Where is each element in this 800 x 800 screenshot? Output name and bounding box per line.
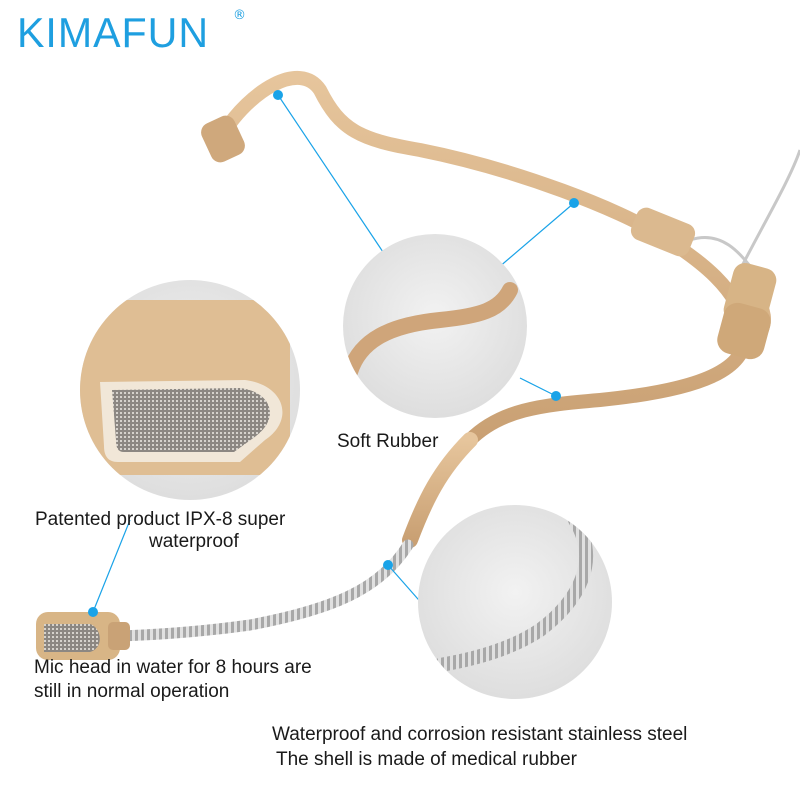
headband-tip (201, 115, 245, 163)
brand-logo: KIMAFUN (17, 9, 210, 56)
adjuster-block (630, 207, 696, 257)
caption-soft-rubber: Soft Rubber (337, 431, 439, 452)
detail-circle-mic-mesh (80, 280, 300, 500)
cable (738, 149, 800, 271)
caption-steel-line1: Waterproof and corrosion resistant stain… (272, 724, 688, 745)
gooseneck (114, 539, 414, 642)
caption-patent-line2: waterproof (149, 531, 239, 552)
registered-mark: ® (233, 8, 246, 23)
detail-circle-soft-rubber (343, 234, 527, 418)
caption-steel-line2: The shell is made of medical rubber (276, 749, 577, 770)
boom-rubber (402, 432, 478, 548)
caption-patent-line1: Patented product IPX-8 super (35, 509, 286, 530)
caption-mic-line2: still in normal operation (34, 681, 230, 702)
callout-dot (273, 90, 283, 100)
caption-mic-line1: Mic head in water for 8 hours are (34, 657, 312, 678)
detail-circle-gooseneck (418, 505, 612, 699)
